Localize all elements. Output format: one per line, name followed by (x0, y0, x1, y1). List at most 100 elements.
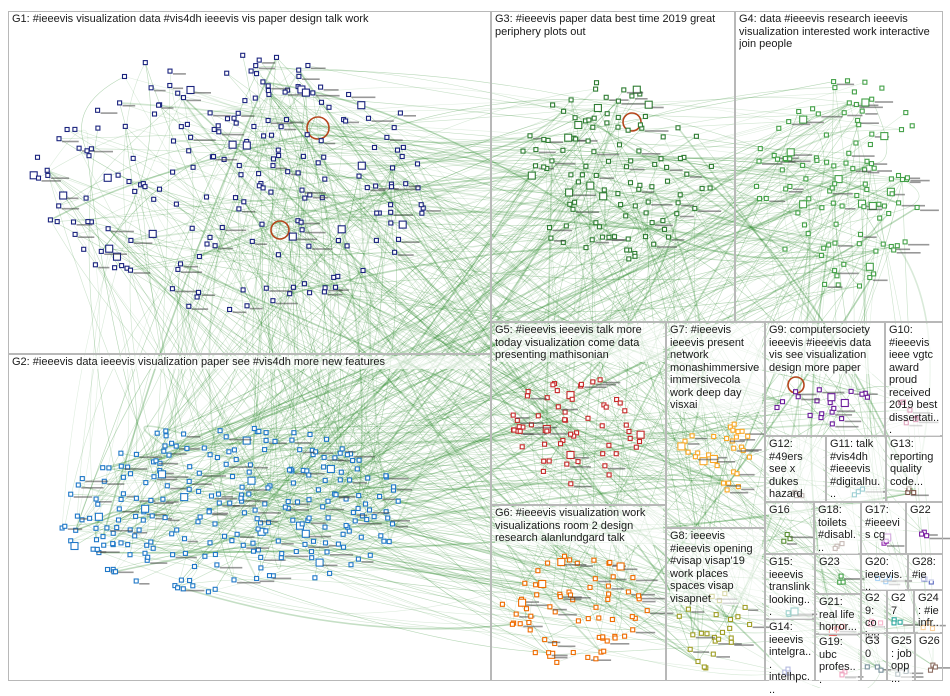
network-node[interactable] (29, 171, 38, 180)
network-node[interactable] (212, 586, 218, 592)
network-node[interactable] (308, 549, 315, 555)
network-node[interactable] (95, 107, 101, 113)
network-node[interactable] (629, 93, 635, 99)
network-node[interactable] (367, 552, 373, 558)
network-node[interactable] (786, 148, 795, 157)
network-node[interactable] (518, 598, 527, 607)
network-node[interactable] (246, 469, 252, 475)
network-node[interactable] (56, 203, 62, 209)
network-node[interactable] (630, 575, 636, 581)
network-node[interactable] (603, 94, 609, 100)
network-node[interactable] (630, 627, 636, 633)
network-node[interactable] (610, 574, 616, 580)
network-node[interactable] (533, 147, 539, 153)
network-node[interactable] (163, 428, 169, 434)
network-node[interactable] (74, 513, 80, 519)
cluster-g24[interactable]: G24: #ie infr... (914, 590, 943, 642)
network-node[interactable] (156, 102, 162, 108)
network-node[interactable] (214, 454, 220, 461)
network-node[interactable] (236, 206, 242, 212)
network-node[interactable] (297, 447, 303, 453)
network-node[interactable] (541, 164, 547, 170)
network-node[interactable] (822, 281, 828, 287)
network-node[interactable] (658, 156, 664, 162)
network-node[interactable] (335, 237, 341, 244)
network-node[interactable] (178, 577, 184, 583)
network-node[interactable] (746, 454, 752, 460)
network-node[interactable] (167, 68, 173, 74)
network-node[interactable] (154, 430, 160, 436)
network-node[interactable] (64, 126, 70, 133)
network-node[interactable] (364, 185, 370, 191)
network-node[interactable] (145, 554, 151, 560)
network-node[interactable] (238, 172, 244, 178)
network-node[interactable] (602, 463, 608, 469)
network-node[interactable] (642, 234, 649, 240)
network-node[interactable] (256, 171, 262, 177)
network-node[interactable] (526, 619, 532, 626)
network-node[interactable] (180, 493, 189, 502)
network-node[interactable] (212, 521, 218, 527)
network-node[interactable] (552, 640, 558, 647)
network-node[interactable] (352, 518, 358, 524)
network-node[interactable] (293, 548, 299, 555)
network-node[interactable] (68, 491, 74, 497)
network-node[interactable] (677, 155, 683, 161)
network-node[interactable] (622, 633, 628, 639)
network-node[interactable] (572, 115, 578, 121)
network-node[interactable] (399, 153, 405, 160)
network-node[interactable] (132, 533, 138, 539)
network-node[interactable] (685, 606, 691, 612)
network-node[interactable] (589, 237, 595, 243)
network-node[interactable] (215, 123, 221, 129)
network-node[interactable] (301, 88, 310, 97)
network-node[interactable] (871, 165, 877, 171)
network-node[interactable] (403, 181, 409, 187)
network-node[interactable] (133, 578, 139, 584)
network-node[interactable] (861, 204, 867, 210)
network-node[interactable] (119, 263, 125, 269)
network-node[interactable] (605, 596, 611, 602)
network-node[interactable] (234, 531, 240, 537)
network-node[interactable] (144, 542, 150, 548)
network-node[interactable] (894, 243, 900, 249)
network-node[interactable] (184, 445, 190, 451)
network-node[interactable] (927, 667, 934, 673)
network-node[interactable] (315, 487, 321, 493)
network-node[interactable] (720, 480, 727, 486)
network-node[interactable] (864, 664, 870, 670)
network-node[interactable] (262, 501, 268, 507)
network-node[interactable] (254, 516, 260, 522)
network-node[interactable] (579, 172, 585, 178)
network-node[interactable] (282, 504, 288, 510)
network-node[interactable] (318, 99, 325, 105)
network-node[interactable] (397, 110, 403, 116)
network-node[interactable] (117, 100, 123, 106)
network-node[interactable] (186, 148, 192, 154)
network-node[interactable] (383, 509, 389, 515)
network-node[interactable] (583, 245, 589, 251)
network-node[interactable] (265, 485, 271, 491)
network-node[interactable] (859, 391, 865, 397)
network-node[interactable] (231, 577, 237, 583)
network-node[interactable] (157, 470, 167, 479)
network-node[interactable] (262, 447, 268, 453)
network-node[interactable] (174, 527, 180, 533)
network-node[interactable] (337, 477, 343, 483)
network-node[interactable] (649, 220, 655, 226)
network-node[interactable] (587, 584, 593, 590)
network-node[interactable] (597, 377, 603, 383)
network-node[interactable] (664, 178, 671, 184)
network-node[interactable] (886, 210, 892, 217)
network-node[interactable] (253, 71, 260, 77)
network-node[interactable] (605, 583, 611, 589)
network-node[interactable] (265, 87, 271, 94)
network-node[interactable] (184, 121, 190, 127)
network-node[interactable] (151, 111, 158, 117)
network-node[interactable] (120, 491, 126, 497)
network-node[interactable] (240, 52, 246, 58)
network-node[interactable] (250, 540, 256, 546)
network-node[interactable] (93, 525, 99, 531)
network-node[interactable] (596, 615, 602, 621)
network-node[interactable] (909, 123, 915, 129)
